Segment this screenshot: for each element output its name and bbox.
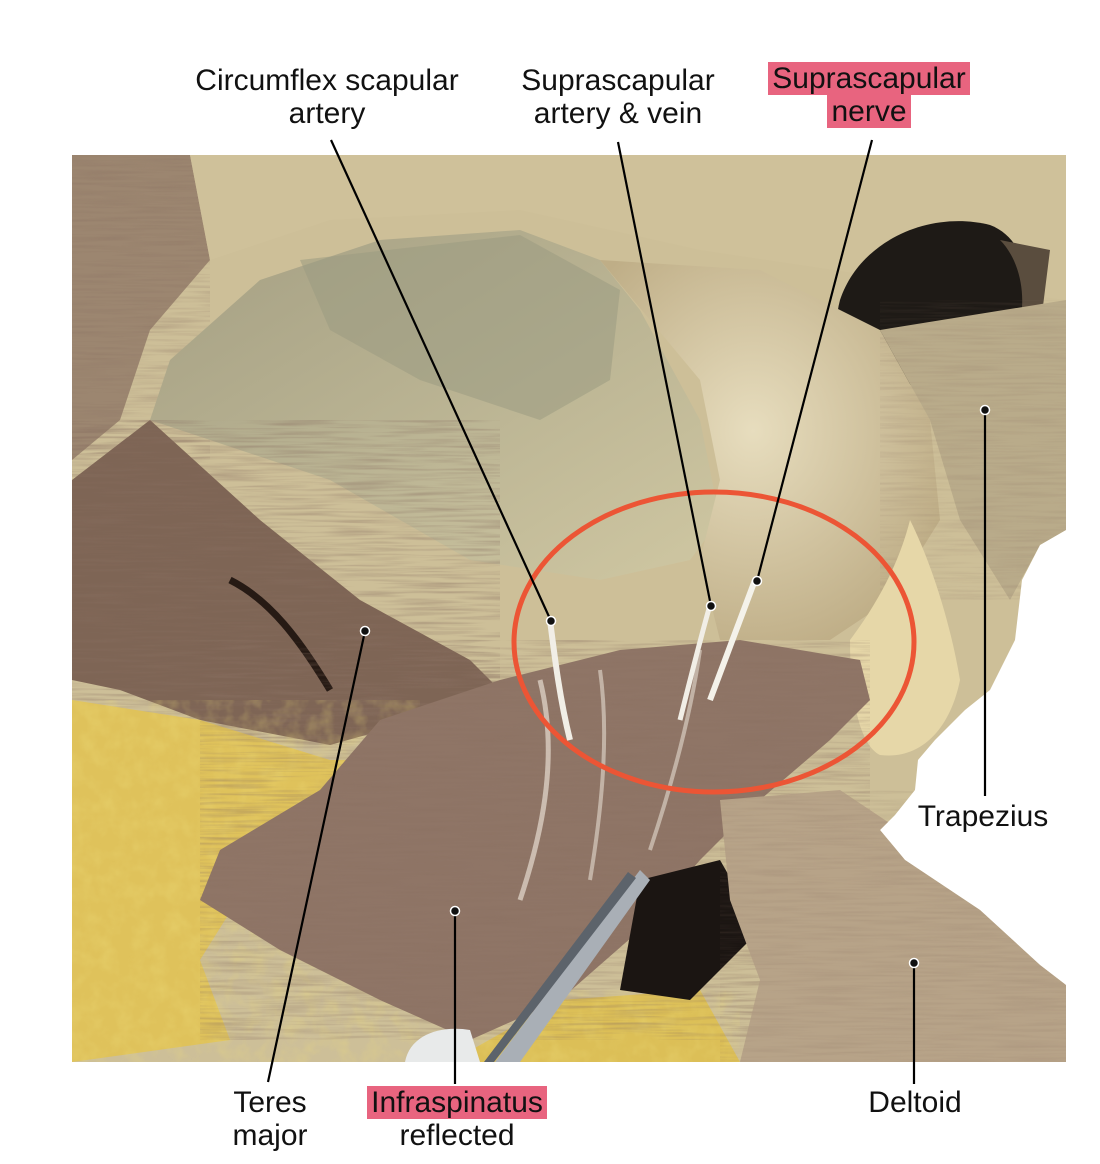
region-circle (511, 489, 917, 795)
pointer-dot-deltoid (908, 957, 920, 969)
label-teres-major: Teres major (232, 1086, 308, 1152)
label-suprascapular-nerve: Suprascapular nerve (758, 62, 980, 128)
pointer-dot-teres (359, 625, 371, 637)
pointer-dot-suprascapular-vessels (705, 600, 717, 612)
pointer-dot-trapezius (979, 404, 991, 416)
leader-line-suprascapular-vessels (616, 141, 713, 607)
label-deltoid: Deltoid (868, 1086, 962, 1119)
pointer-dot-circumflex (545, 615, 557, 627)
label-suprascapular-artery-vein: Suprascapular artery & vein (521, 64, 715, 130)
label-circumflex-scapular-artery: Circumflex scapular artery (195, 64, 459, 130)
pointer-dot-suprascapular-nerve (751, 575, 763, 587)
label-trapezius: Trapezius (917, 800, 1049, 833)
pointer-dot-infraspinatus (449, 905, 461, 917)
leader-line-teres (266, 630, 367, 1083)
label-infraspinatus-reflected: Infraspinatus reflected (354, 1086, 560, 1152)
leader-line-suprascapular-nerve (755, 139, 874, 582)
leader-line-circumflex (329, 139, 553, 622)
